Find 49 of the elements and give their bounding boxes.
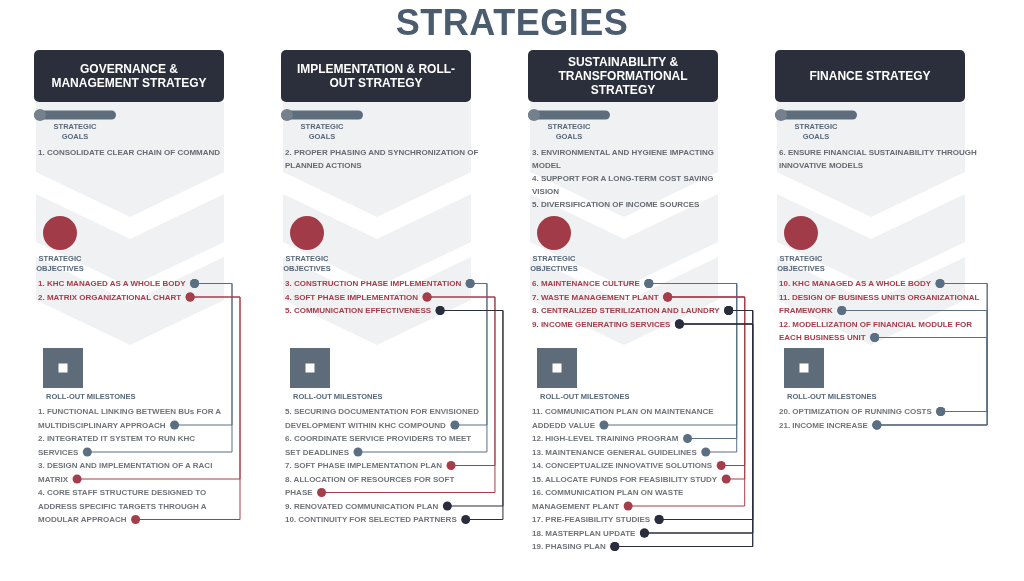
strategy-header: GOVERNANCE & MANAGEMENT STRATEGY — [34, 50, 224, 102]
milestone-text: 11. COMMUNICATION PLAN ON MAINTENANCE ADDEDD VALUE — [532, 407, 714, 430]
milestone-text: 3. DESIGN AND IMPLEMENTATION OF A RACI MATRIX — [38, 461, 213, 484]
connector-line — [82, 279, 233, 457]
milestone-text: 19. PHASING PLAN — [532, 542, 615, 551]
connector-line — [317, 292, 496, 497]
milestone-text: 15. ALLOCATE FUNDS FOR FEASIBILITY STUDY — [532, 474, 727, 484]
objective-text: 10. KHC MANAGED AS A WHOLE BODY — [779, 279, 940, 288]
connector-line — [353, 279, 488, 457]
milestone-text: 20. OPTIMIZATION OF RUNNING COSTS — [779, 407, 941, 416]
goal-text: 6. ENSURE FINANCIAL SUSTAINABILITY THROUGH INNOVATIVE MODELS — [779, 147, 978, 172]
milestone-text: 12. HIGH-LEVEL TRAINING PROGRAM — [532, 434, 688, 443]
title: STRATEGIES — [395, 2, 629, 44]
milestone-text: 16. COMMUNICATION PLAN ON WASTE MANAGEMENT PLANT — [532, 488, 684, 511]
objective-text: 12. MODELLIZATION OF FINANCIAL MODULE FOR EACH BUSINESS UNIT — [779, 319, 973, 342]
milestone-text: 18. MASTERPLAN UPDATE — [532, 528, 645, 538]
milestone-text: 1. FUNCTIONAL LINKING BETWEEN BUs FOR A MULTIDISCIPLINARY APPROACH — [38, 407, 221, 430]
objective-text: 11. DESIGN OF BUSINESS UNITS ORGANIZATIONAL FRAMEWORK — [779, 292, 980, 315]
goal-text: 1. CONSOLIDATE CLEAR CHAIN OF COMMAND — [38, 147, 221, 159]
milestone-text: 2. INTEGRATED IT SYSTEM TO RUN KHC SERVICES — [38, 434, 196, 457]
objective-text: 9. INCOME GENERATING SERVICES — [532, 319, 680, 329]
milestone-text: 8. ALLOCATION OF RESOURCES FOR SOFT PHASE — [285, 474, 455, 497]
goal-text: 4. SUPPORT FOR A LONG-TERM COST SAVING VISION — [532, 173, 715, 198]
goal-text: 2. PROPER PHASING AND SYNCHRONIZATION OF PLANNED ACTIONS — [285, 147, 480, 172]
milestone-text: 17. PRE-FEASIBILITY STUDIES — [532, 515, 660, 524]
milestone-text: 10. CONTINUITY FOR SELECTED PARTNERS — [285, 515, 466, 524]
milestone-text: 5. SECURING DOCUMENTATION FOR ENVISIONED DEVELOPMENT WITHIN KHC COMPOUND — [285, 407, 479, 430]
objective-text: 3. CONSTRUCTION PHASE IMPLEMENTATION — [285, 279, 471, 288]
objective-text: 2. MATRIX ORGANIZATIONAL CHART — [38, 292, 191, 302]
objective-text: 5. COMMUNICATION EFFECTIVENESS — [285, 306, 441, 315]
objective-text: 4. SOFT PHASE IMPLEMENTATION — [285, 292, 428, 302]
goal-text: 5. DIVERSIFICATION OF INCOME SOURCES — [532, 199, 700, 211]
connector-line — [623, 292, 746, 511]
milestone-text: 7. SOFT PHASE IMPLEMENTATION PLAN — [285, 461, 452, 470]
milestone-text: 9. RENOVATED COMMUNICATION PLAN — [285, 501, 448, 511]
goal-text: 3. ENVIRONMENTAL AND HYGIENE IMPACTING MODEL — [532, 147, 715, 172]
milestone-text: 13. MAINTENANCE GENERAL GUIDELINES — [532, 447, 706, 457]
strategy-header: SUSTAINABILITY & TRANSFORMATIONAL STRATEGY — [528, 50, 718, 102]
objective-text: 8. CENTRALIZED STERILIZATION AND LAUNDRY — [532, 306, 729, 315]
connector-line — [131, 292, 241, 524]
objective-text: 6. MAINTENANCE CULTURE — [532, 279, 649, 288]
strategy-header: FINANCE STRATEGY — [775, 50, 965, 102]
objective-text: 7. WASTE MANAGEMENT PLANT — [532, 292, 668, 302]
milestone-text: 6. COORDINATE SERVICE PROVIDERS TO MEET SET DEADLINES — [285, 434, 472, 457]
objective-text: 1. KHC MANAGED AS A WHOLE BODY — [38, 279, 195, 288]
milestone-text: 21. INCOME INCREASE — [779, 420, 877, 430]
milestone-text: 14. CONCEPTUALIZE INNOVATIVE SOLUTIONS — [532, 461, 722, 470]
milestone-text: 4. CORE STAFF STRUCTURE DESIGNED TO ADDRESS SPECIFIC TARGETS THROUGH A MODULAR APPROACH — [38, 488, 207, 524]
strategy-header: IMPLEMENTATION & ROLL-OUT STRATEGY — [281, 50, 471, 102]
